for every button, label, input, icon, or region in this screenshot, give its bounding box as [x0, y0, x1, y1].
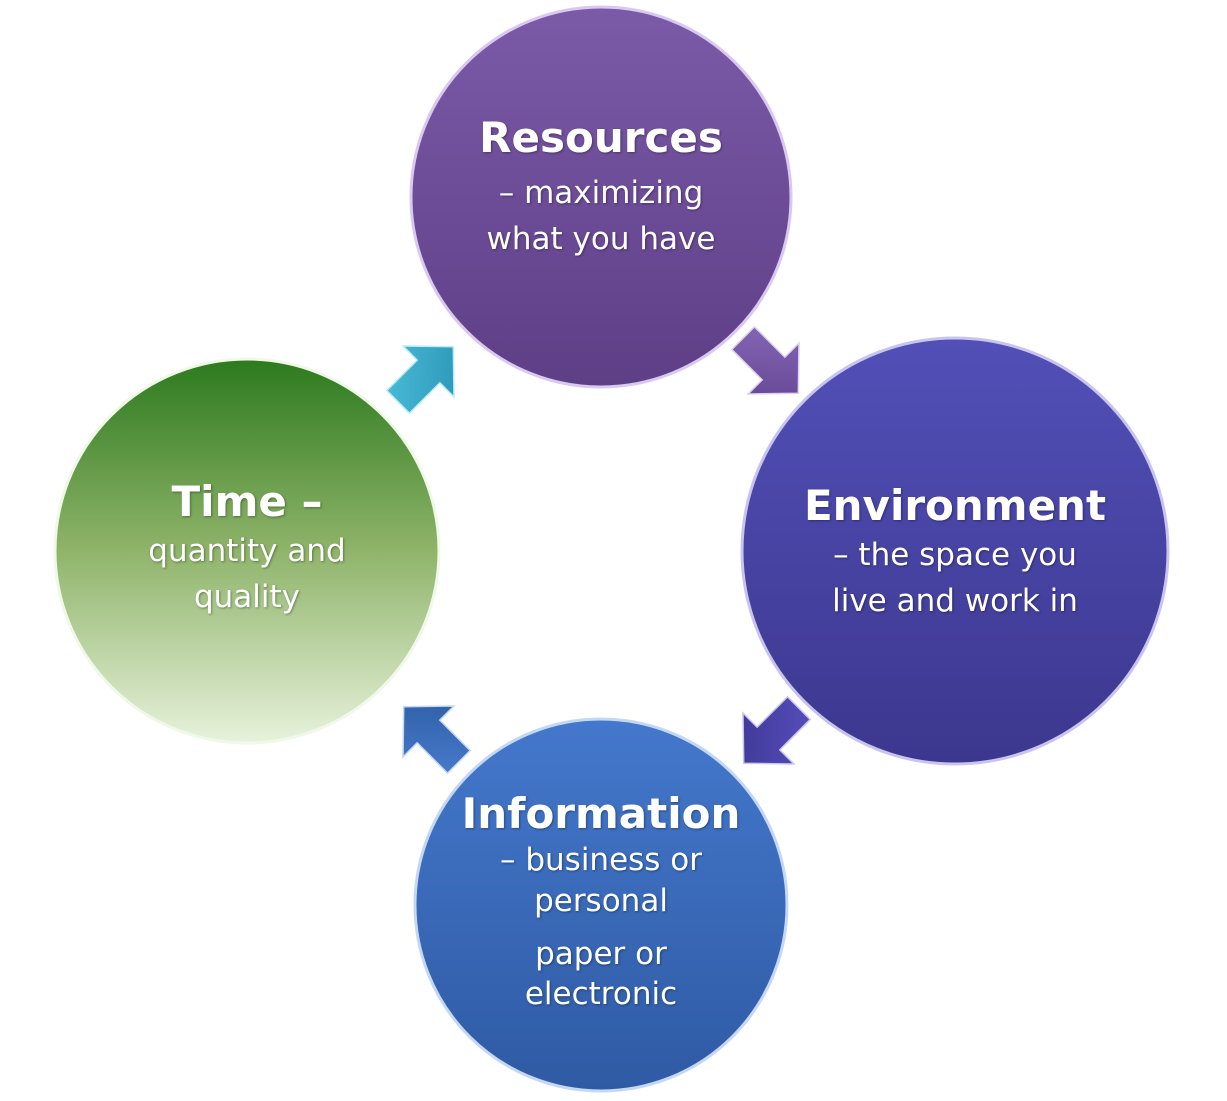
information-line1: – business or — [499, 842, 703, 878]
arrow-resources-to-environment-icon — [730, 325, 800, 395]
time-label: Time – quantity and quality — [97, 476, 397, 620]
information-line4: electronic — [524, 976, 678, 1012]
time-line2: quality — [193, 579, 301, 615]
information-line2: personal — [534, 883, 668, 919]
arrow-time-to-resources-icon — [385, 345, 455, 415]
information-label: Information – business or personal paper… — [451, 788, 751, 1014]
information-title: Information — [461, 789, 741, 838]
arrow-environment-to-information-icon — [742, 695, 812, 765]
resources-title: Resources — [479, 113, 723, 162]
environment-circle — [740, 336, 1170, 766]
environment-line2: live and work in — [832, 583, 1078, 619]
resources-line1: – maximizing — [498, 175, 704, 211]
environment-label: Environment – the space you live and wor… — [795, 480, 1115, 624]
environment-title: Environment — [803, 481, 1107, 530]
resources-circle — [409, 5, 793, 389]
information-circle — [413, 717, 789, 1093]
information-line3: paper or — [535, 936, 667, 972]
time-line1: quantity and — [148, 533, 346, 569]
time-title: Time – — [171, 477, 323, 526]
arrow-information-to-time-icon — [402, 705, 472, 775]
environment-line1: – the space you — [833, 537, 1077, 573]
time-circle — [53, 357, 441, 745]
resources-line2: what you have — [486, 221, 716, 257]
resources-label: Resources – maximizing what you have — [451, 112, 751, 262]
